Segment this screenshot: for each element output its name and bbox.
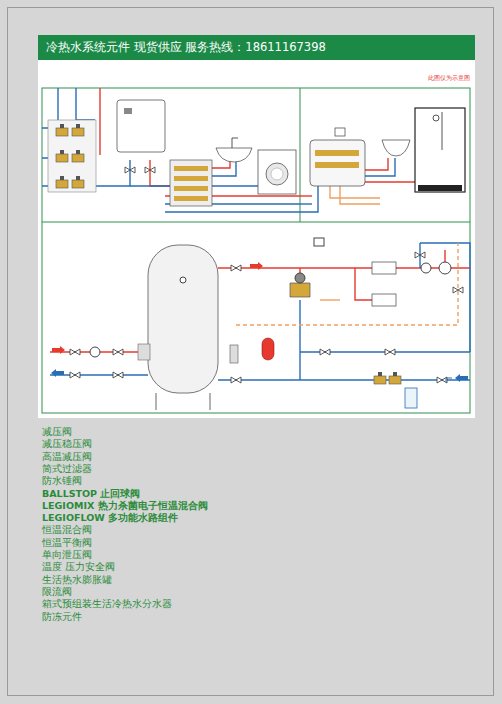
component-name: 防冻元件 [42, 611, 82, 624]
component-name: 减压稳压阀 [42, 438, 92, 451]
component-name: 温度 压力安全阀 [42, 561, 115, 574]
component-name: LEGIOMIX 热力杀菌电子恒温混合阀 [42, 500, 208, 513]
component-name: 单向泄压阀 [42, 549, 92, 562]
component-name: LEGIOFLOW 多功能水路组件 [42, 512, 178, 525]
note-text: 此图仅为示意图 [428, 74, 470, 83]
component-name: 生活热水膨胀罐 [42, 574, 112, 587]
component-name: 限流阀 [42, 586, 72, 599]
component-name: 恒温混合阀 [42, 524, 92, 537]
component-name: BALLSTOP 止回球阀 [42, 488, 140, 501]
header-band: 冷热水系统元件 现货供应 服务热线：18611167398 [38, 35, 475, 60]
component-name: 简式过滤器 [42, 463, 92, 476]
component-name: 高温减压阀 [42, 451, 92, 464]
component-name: 减压阀 [42, 426, 72, 439]
component-name: 箱式预组装生活冷热水分水器 [42, 598, 172, 611]
header-text: 冷热水系统元件 现货供应 服务热线：18611167398 [46, 40, 467, 55]
component-name: 防水锤阀 [42, 475, 82, 488]
component-name: 恒温平衡阀 [42, 537, 92, 550]
